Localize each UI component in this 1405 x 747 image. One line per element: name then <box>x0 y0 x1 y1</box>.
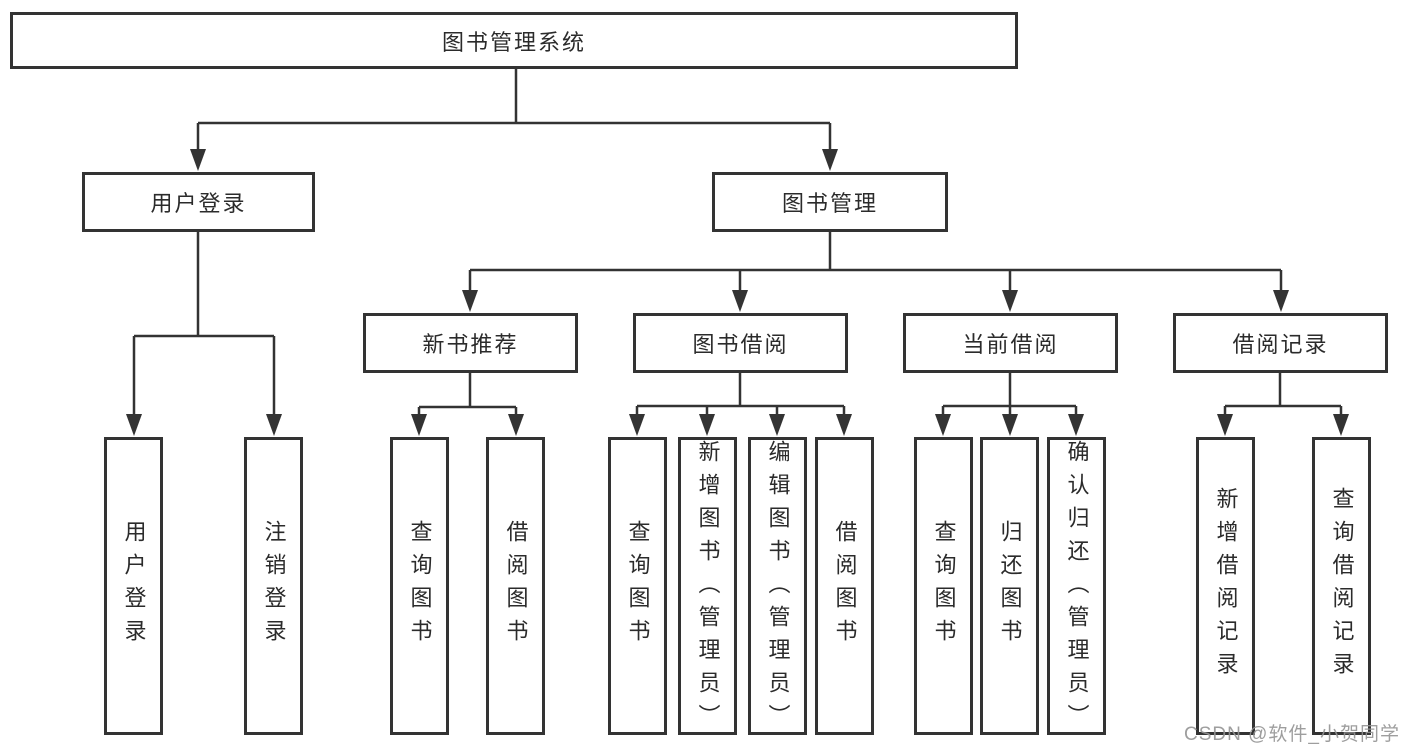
leaf-edit-books-admin: 编辑图书（管理员） <box>748 437 807 735</box>
leaf-return-books: 归还图书 <box>980 437 1039 735</box>
leaf-logout: 注销登录 <box>244 437 303 735</box>
node-current-borrowing: 当前借阅 <box>903 313 1118 373</box>
node-book-borrowing: 图书借阅 <box>633 313 848 373</box>
node-user-login: 用户登录 <box>82 172 315 232</box>
leaf-borrow-books: 借阅图书 <box>815 437 874 735</box>
csdn-watermark: CSDN @软件_小贺同学 <box>1184 724 1400 745</box>
node-borrowing-records: 借阅记录 <box>1173 313 1388 373</box>
leaf-query-books: 查询图书 <box>608 437 667 735</box>
leaf-query-books: 查询图书 <box>390 437 449 735</box>
leaf-query-books: 查询图书 <box>914 437 973 735</box>
node-library-management-system: 图书管理系统 <box>10 12 1018 69</box>
leaf-confirm-return-admin: 确认归还（管理员） <box>1047 437 1106 735</box>
node-new-book-recommendation: 新书推荐 <box>363 313 578 373</box>
node-book-management: 图书管理 <box>712 172 948 232</box>
leaf-add-books-admin: 新增图书（管理员） <box>678 437 737 735</box>
leaf-user-login: 用户登录 <box>104 437 163 735</box>
leaf-query-borrow-record: 查询借阅记录 <box>1312 437 1371 735</box>
leaf-add-borrow-record: 新增借阅记录 <box>1196 437 1255 735</box>
leaf-borrow-books: 借阅图书 <box>486 437 545 735</box>
